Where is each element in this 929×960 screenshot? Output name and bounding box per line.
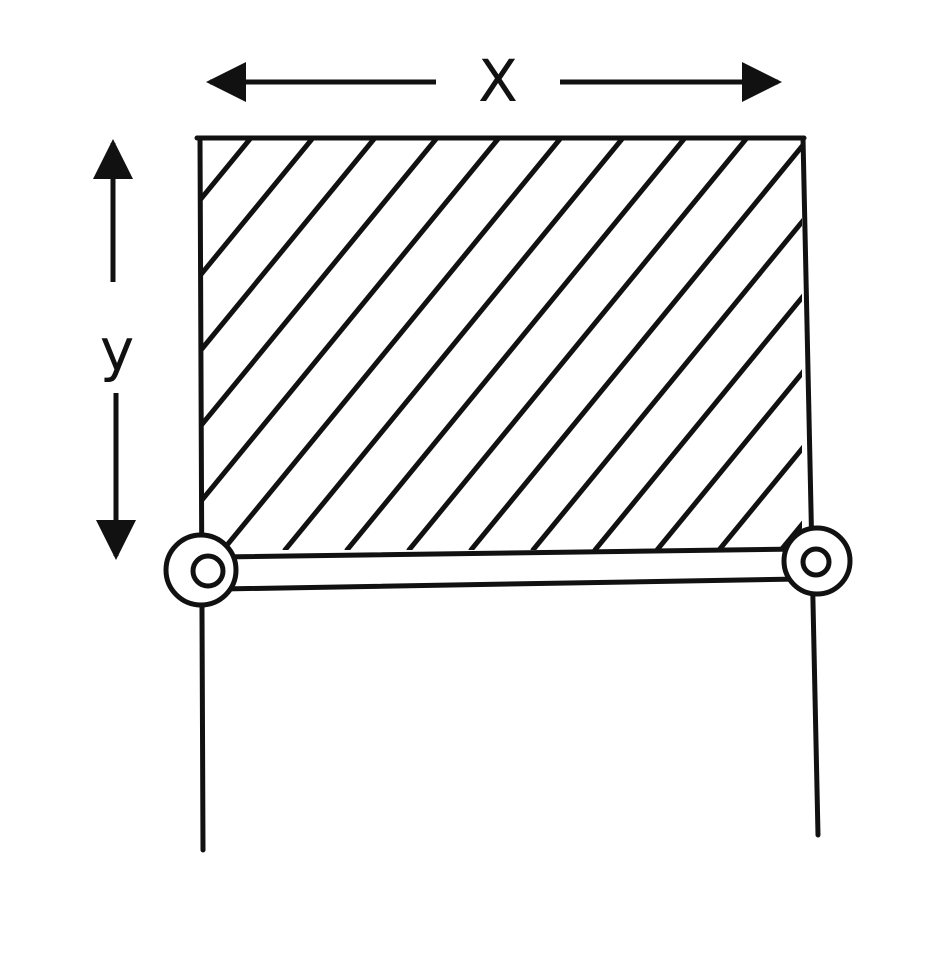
hatch-line xyxy=(282,138,626,550)
width-label: X xyxy=(478,47,518,115)
right-rail xyxy=(800,135,821,838)
hatch-line xyxy=(716,444,802,550)
roller-ring-right xyxy=(781,525,853,597)
hatch-line xyxy=(654,369,802,550)
left-rail xyxy=(197,135,206,853)
hatch-line xyxy=(201,138,378,354)
height-dimension-arrow: y xyxy=(93,139,136,560)
hatch-line xyxy=(0,138,189,550)
hatch-line xyxy=(201,138,440,430)
height-label: y xyxy=(100,316,134,384)
hatch-line xyxy=(406,138,750,550)
width-dimension-arrow: X xyxy=(206,47,782,115)
hatch-line xyxy=(201,138,316,279)
hatch-line xyxy=(468,142,802,550)
roller-ring-left xyxy=(163,532,239,608)
hatch-line xyxy=(344,138,688,550)
hatched-film-region xyxy=(0,138,802,550)
wire-frame-rails xyxy=(194,135,821,853)
hatch-line xyxy=(220,138,564,550)
hatch-line xyxy=(201,138,502,506)
hatch-line xyxy=(592,293,802,550)
hatch-line xyxy=(530,218,802,550)
sliding-wire xyxy=(219,546,803,592)
